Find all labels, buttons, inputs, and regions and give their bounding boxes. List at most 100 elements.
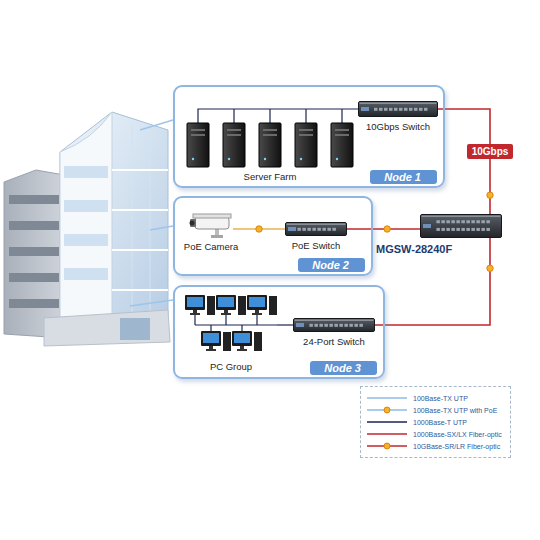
- switch-port: [312, 228, 316, 231]
- window-band: [9, 273, 59, 282]
- switch-port: [441, 228, 445, 231]
- switch-highlight: [360, 103, 437, 105]
- connector: [198, 109, 358, 123]
- switch-port: [297, 228, 301, 231]
- switch-port: [334, 324, 338, 327]
- legend-sample: [367, 430, 407, 438]
- pointer-line: [130, 300, 173, 306]
- link-dot: [487, 192, 493, 198]
- switch-port: [441, 220, 445, 223]
- switch-port: [379, 108, 383, 111]
- pc-base: [221, 313, 231, 315]
- device-icon: [420, 214, 502, 238]
- pointer-line: [150, 226, 173, 230]
- link-label: 10Gbps: [467, 144, 514, 159]
- pc-monitor: [216, 295, 236, 310]
- server-bay: [263, 134, 277, 136]
- switch-port: [322, 228, 326, 231]
- node-panel: Node 3PC Group24-Port Switch: [173, 285, 385, 379]
- switch-port: [394, 108, 398, 111]
- legend-dot: [384, 407, 390, 413]
- legend-line: [367, 433, 407, 434]
- link-dot: [256, 226, 262, 232]
- device-label: 24-Port Switch: [303, 336, 365, 348]
- device-label: 10Gbps Switch: [366, 121, 430, 133]
- switch-port: [314, 324, 318, 327]
- pc-monitor: [201, 331, 221, 346]
- legend-text: 1000Base-T UTP: [413, 418, 467, 427]
- device-icon: [185, 295, 277, 359]
- legend-row: 1000Base-SX/LX Fiber-optic: [367, 428, 502, 440]
- pointer-line: [140, 120, 173, 130]
- switch-port: [389, 108, 393, 111]
- switch-port: [436, 220, 440, 223]
- connector: [438, 109, 490, 214]
- node-tab: Node 2: [298, 258, 365, 272]
- pc-stand: [209, 346, 213, 349]
- bus-drop: [341, 109, 342, 123]
- device-label: PC Group: [210, 361, 252, 373]
- switch-port: [332, 228, 336, 231]
- server-tower: [295, 123, 317, 167]
- legend-row: 100Base-TX UTP with PoE: [367, 404, 502, 416]
- pc-stand: [224, 310, 228, 313]
- device-label: Server Farm: [244, 171, 297, 183]
- device-label: PoE Camera: [184, 241, 238, 253]
- switch-port: [404, 108, 408, 111]
- switch-logo: [423, 224, 431, 228]
- pc-base: [206, 349, 216, 351]
- connector: [375, 238, 490, 325]
- switch-port: [329, 324, 333, 327]
- legend-text: 100Base-TX UTP: [413, 394, 468, 403]
- bus-drop: [269, 109, 270, 123]
- switch-port: [471, 220, 475, 223]
- pc-screen: [203, 333, 219, 343]
- switch-port: [419, 108, 423, 111]
- switch-body: [294, 319, 375, 332]
- switch-port: [324, 324, 328, 327]
- window-band: [9, 299, 59, 308]
- server-bay: [299, 129, 313, 131]
- pc-monitor: [185, 295, 205, 310]
- switch-port: [339, 324, 343, 327]
- pc-drop: [210, 325, 211, 331]
- switch-port: [461, 220, 465, 223]
- switch-port: [349, 324, 353, 327]
- pc-tower: [254, 332, 262, 351]
- floor-line: [112, 249, 168, 251]
- switch-port: [327, 228, 331, 231]
- device-label: PoE Switch: [292, 240, 341, 252]
- pc-stand: [193, 310, 197, 313]
- server-bay: [299, 134, 313, 136]
- link-dot: [384, 226, 390, 232]
- switch-port: [461, 228, 465, 231]
- switch-logo: [296, 323, 304, 327]
- server-bay: [227, 134, 241, 136]
- switch-port: [424, 108, 428, 111]
- server-led: [300, 158, 302, 160]
- switch-port: [302, 228, 306, 231]
- switch-body: [286, 223, 347, 236]
- switch-logo: [288, 227, 296, 231]
- legend-box: 100Base-TX UTP100Base-TX UTP with PoE 100…: [360, 386, 511, 458]
- node-tab: Node 1: [370, 170, 437, 184]
- device-icon: [189, 212, 233, 238]
- pc-group: PC Group: [185, 295, 277, 359]
- switch-port: [307, 228, 311, 231]
- device-icon: [293, 318, 375, 332]
- legend-text: 1000Base-SX/LX Fiber-optic: [413, 430, 502, 439]
- connector: [277, 324, 293, 325]
- camera-base: [211, 235, 223, 238]
- switch-port: [486, 220, 490, 223]
- pc-monitor: [247, 295, 267, 310]
- pc-tower: [238, 296, 246, 315]
- server-bay: [191, 134, 205, 136]
- window-band: [64, 268, 108, 280]
- switch-port: [317, 228, 321, 231]
- switch-body: [359, 102, 438, 117]
- server-tower: [259, 123, 281, 167]
- legend-sample: [367, 394, 407, 402]
- switch-port: [414, 108, 418, 111]
